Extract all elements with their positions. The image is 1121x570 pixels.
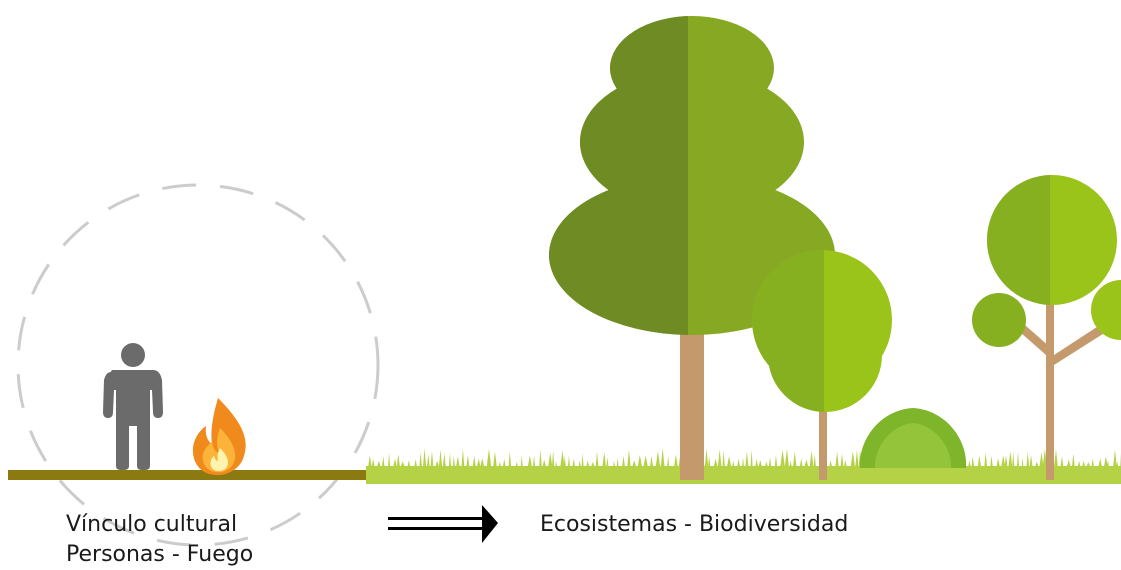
large-tree — [549, 16, 835, 480]
right-caption: Ecosistemas - Biodiversidad — [540, 510, 848, 540]
left-caption-line2: Personas - Fuego — [66, 542, 254, 567]
left-ground — [8, 470, 366, 480]
person-icon — [103, 343, 163, 470]
fire-icon — [192, 398, 246, 476]
arrow-icon — [388, 505, 498, 543]
grass-blades — [368, 448, 1121, 468]
left-caption: Vínculo cultural Personas - Fuego — [66, 510, 253, 570]
branched-tree — [972, 175, 1121, 480]
grass-ground — [366, 466, 1121, 484]
dashed-circle — [16, 183, 380, 547]
right-caption-line1: Ecosistemas - Biodiversidad — [540, 512, 849, 537]
bush — [859, 408, 967, 468]
left-caption-line1: Vínculo cultural — [66, 512, 238, 537]
medium-tree — [752, 250, 892, 480]
